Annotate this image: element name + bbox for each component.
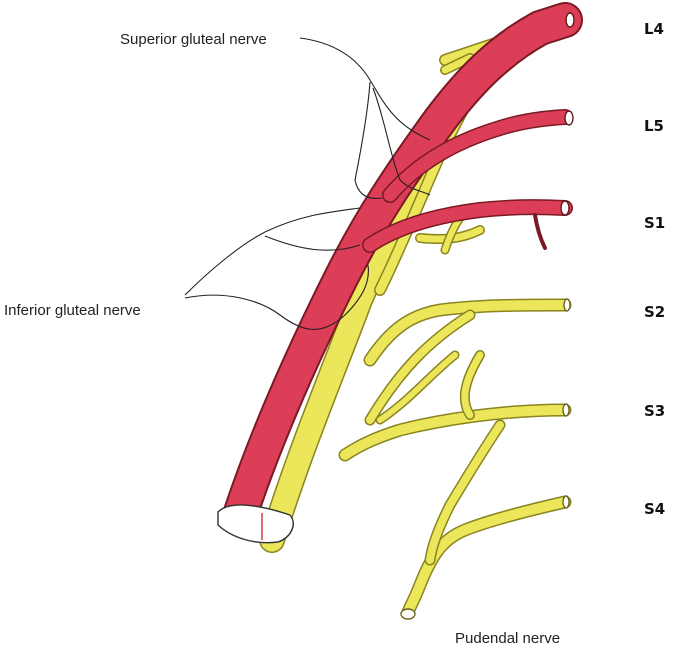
superior-gluteal-pointer-3 bbox=[372, 87, 431, 196]
inferior-gluteal-pointer-2 bbox=[184, 264, 369, 330]
root-label-s1: S1 bbox=[644, 214, 666, 232]
root-label-l5: L5 bbox=[644, 117, 664, 135]
inferior-gluteal-pointer-3 bbox=[264, 235, 361, 251]
superior-gluteal-pointer-1 bbox=[299, 37, 431, 141]
nerve-bundle bbox=[259, 27, 533, 553]
inferior-gluteal-pointer-1 bbox=[184, 207, 361, 296]
cut-ends bbox=[217, 12, 575, 620]
sciatic-trunk bbox=[260, 28, 532, 552]
gluteal-vessel bbox=[222, 2, 583, 533]
root-label-s2: S2 bbox=[644, 303, 666, 321]
root-label-l4: L4 bbox=[644, 20, 664, 38]
label-inferior-gluteal-nerve: Inferior gluteal nerve bbox=[4, 302, 141, 319]
root-label-s4: S4 bbox=[644, 500, 666, 518]
superior-gluteal-pointer-2 bbox=[354, 81, 383, 199]
label-pudendal-nerve: Pudendal nerve bbox=[455, 630, 561, 647]
pointer-lines bbox=[184, 37, 431, 330]
root-label-s3: S3 bbox=[644, 402, 666, 420]
label-superior-gluteal-nerve: Superior gluteal nerve bbox=[120, 31, 267, 48]
